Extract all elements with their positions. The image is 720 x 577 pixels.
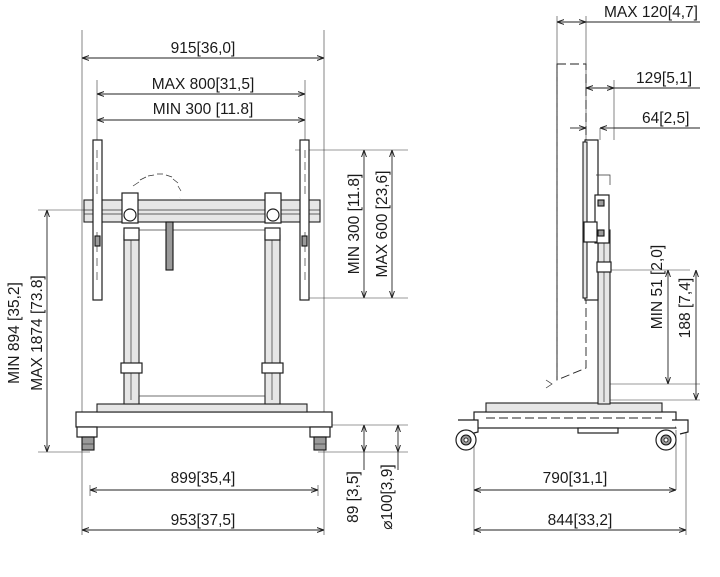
label-min-mount-height-mm: MIN 300: [346, 215, 363, 274]
label-base-width-mm: 899: [171, 470, 197, 487]
vesa-arm-right: [299, 139, 310, 301]
crossbar: [83, 199, 321, 223]
label-min-mount-width-inch: 11.8: [220, 101, 249, 118]
svg-text:MIN 51 [2,0]: MIN 51 [2,0]: [649, 245, 666, 329]
label-wheel-depth-mm: 844: [548, 512, 574, 529]
label-base-clearance-mm: 89: [345, 506, 362, 523]
label-base-depth-mm: 790: [543, 470, 569, 487]
label-wheel-depth-inch: 33,2: [578, 512, 608, 529]
label-offset-129-inch: 5,1: [666, 70, 688, 87]
side-wheel-left: [455, 419, 479, 451]
front-dimension-lines: [47, 58, 398, 530]
label-min-offset-mm: MIN 51: [649, 279, 666, 329]
label-base-depth-inch: 31,1: [573, 470, 603, 487]
label-wheelbase-width-mm: 953: [171, 512, 197, 529]
label-max-mount-height-mm: MAX 600: [374, 213, 391, 277]
front-view: 915[36,0] MAX 800[31,5] MIN 300 [11.8] M…: [6, 30, 408, 535]
side-wheel-right: [655, 419, 689, 451]
center-post: [165, 221, 174, 271]
svg-text:899[35,4]: 899[35,4]: [171, 470, 236, 487]
svg-text:188 [7,4]: 188 [7,4]: [677, 278, 694, 338]
side-labels: MAX 120[4,7] 129[5,1] 64[2,5] MIN 51 [2,…: [543, 4, 698, 529]
label-max-depth-inch: 4,7: [672, 4, 694, 21]
side-tilt-outline: [556, 63, 587, 381]
label-height-188-inch: 7,4: [677, 282, 694, 304]
label-offset-64-inch: 2,5: [664, 110, 686, 127]
svg-text:790[31,1]: 790[31,1]: [543, 470, 608, 487]
svg-text:MIN 894 [35,2]: MIN 894 [35,2]: [6, 282, 23, 384]
front-wheel-right: [309, 426, 331, 451]
svg-text:MAX 800[31,5]: MAX 800[31,5]: [152, 76, 255, 93]
label-min-mount-width-mm: MIN 300: [153, 101, 212, 118]
svg-text:953[37,5]: 953[37,5]: [171, 512, 236, 529]
front-extension-lines: [38, 30, 408, 535]
label-offset-129-mm: 129: [636, 70, 662, 87]
right-column: [264, 234, 281, 405]
svg-text:89 [3,5]: 89 [3,5]: [345, 471, 362, 523]
label-base-width-inch: 35,4: [201, 470, 232, 487]
svg-text:64[2,5]: 64[2,5]: [642, 110, 689, 127]
vesa-arm-left: [92, 139, 103, 301]
svg-text:MIN 300 [11.8]: MIN 300 [11.8]: [153, 101, 254, 118]
label-min-offset-inch: 2,0: [649, 249, 666, 271]
label-wheel-diameter-mm: ⌀100: [379, 494, 396, 530]
label-min-height-inch: 35,2: [6, 286, 23, 316]
label-max-mount-height-inch: 23,6: [374, 175, 391, 205]
svg-text:MAX 1874 [73.8]: MAX 1874 [73.8]: [29, 275, 46, 391]
side-base-top: [485, 402, 663, 413]
front-wheel-left: [76, 426, 98, 451]
left-column: [123, 234, 140, 405]
label-wheel-diameter-inch: 3,9: [379, 469, 396, 491]
svg-text:129[5,1]: 129[5,1]: [636, 70, 692, 87]
svg-text:915[36,0]: 915[36,0]: [171, 40, 236, 57]
label-overall-width-mm: 915: [171, 40, 197, 57]
side-dimension-lines: [474, 22, 700, 530]
front-labels: 915[36,0] MAX 800[31,5] MIN 300 [11.8] M…: [6, 40, 396, 530]
label-base-clearance-inch: 3,5: [345, 475, 362, 497]
svg-text:MAX 600 [23,6]: MAX 600 [23,6]: [374, 171, 391, 278]
label-max-height-mm: MAX 1874: [29, 318, 46, 391]
svg-text:⌀100[3,9]: ⌀100[3,9]: [379, 464, 396, 529]
label-max-mount-width-inch: 31,5: [220, 76, 250, 93]
side-view: MAX 120[4,7] 129[5,1] 64[2,5] MIN 51 [2,…: [455, 4, 700, 535]
label-overall-width-inch: 36,0: [201, 40, 232, 57]
side-stand: [455, 139, 689, 451]
label-min-height-mm: MIN 894: [6, 325, 23, 384]
label-height-188-mm: 188: [677, 312, 694, 338]
label-min-mount-height-inch: 11.8: [346, 178, 363, 207]
label-max-depth-mm: MAX 120: [604, 4, 668, 21]
label-offset-64-mm: 64: [642, 110, 660, 127]
front-stand: [75, 139, 333, 451]
cable-spiral: [126, 171, 185, 199]
side-base: [473, 411, 677, 429]
label-max-mount-width-mm: MAX 800: [152, 76, 216, 93]
svg-text:MIN 300 [11.8]: MIN 300 [11.8]: [346, 174, 363, 275]
base-plate-top: [96, 403, 308, 413]
label-wheelbase-width-inch: 37,5: [201, 512, 231, 529]
label-max-height-inch: 73.8: [29, 280, 46, 310]
base-plate: [75, 411, 333, 428]
svg-text:844[33,2]: 844[33,2]: [548, 512, 613, 529]
svg-text:MAX 120[4,7]: MAX 120[4,7]: [604, 4, 698, 21]
